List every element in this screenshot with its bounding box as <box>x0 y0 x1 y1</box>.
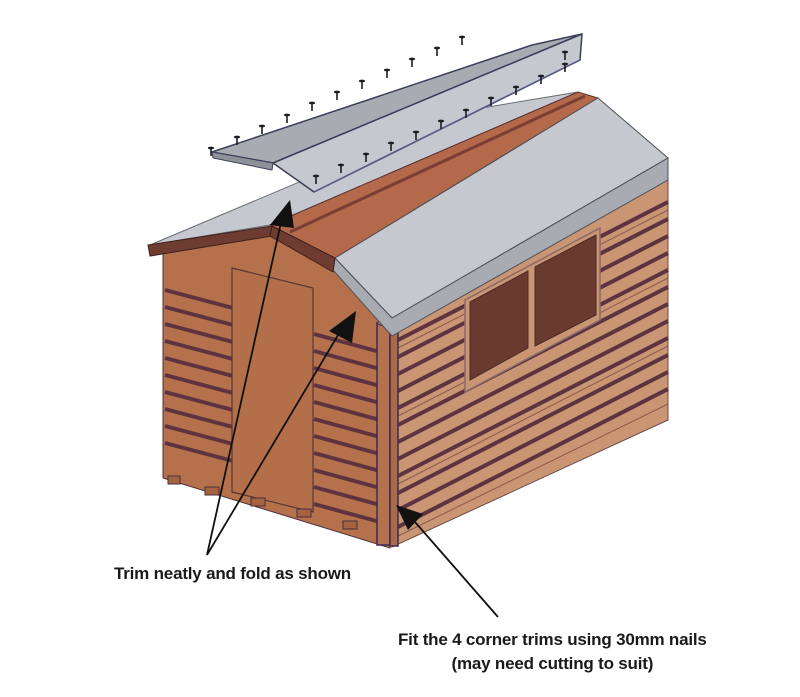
floor-bearers <box>167 475 358 530</box>
annotation-corner-trims-line1: Fit the 4 corner trims using 30mm nails <box>398 630 707 649</box>
door <box>231 267 314 513</box>
ridge-cap <box>211 32 583 193</box>
gable-fascia-right <box>269 225 336 273</box>
corner-trim <box>376 319 399 547</box>
arrowhead-up-right-icon <box>329 311 356 343</box>
annotation-corner-trims-line2: (may need cutting to suit) <box>451 654 654 673</box>
gable-wall <box>162 231 391 549</box>
arrow-corner-trim <box>396 505 499 618</box>
side-wall-window <box>464 226 601 394</box>
annotation-corner-trims: Fit the 4 corner trims using 30mm nails … <box>398 628 707 676</box>
arrows-trim-fold <box>206 200 356 556</box>
side-wall <box>389 179 669 548</box>
arrowhead-up-left-icon <box>396 505 423 530</box>
gable-wall-plank-lines <box>164 288 381 524</box>
roof <box>147 91 669 337</box>
arrowhead-up-icon <box>270 200 294 228</box>
annotation-trim-fold: Trim neatly and fold as shown <box>114 564 351 583</box>
